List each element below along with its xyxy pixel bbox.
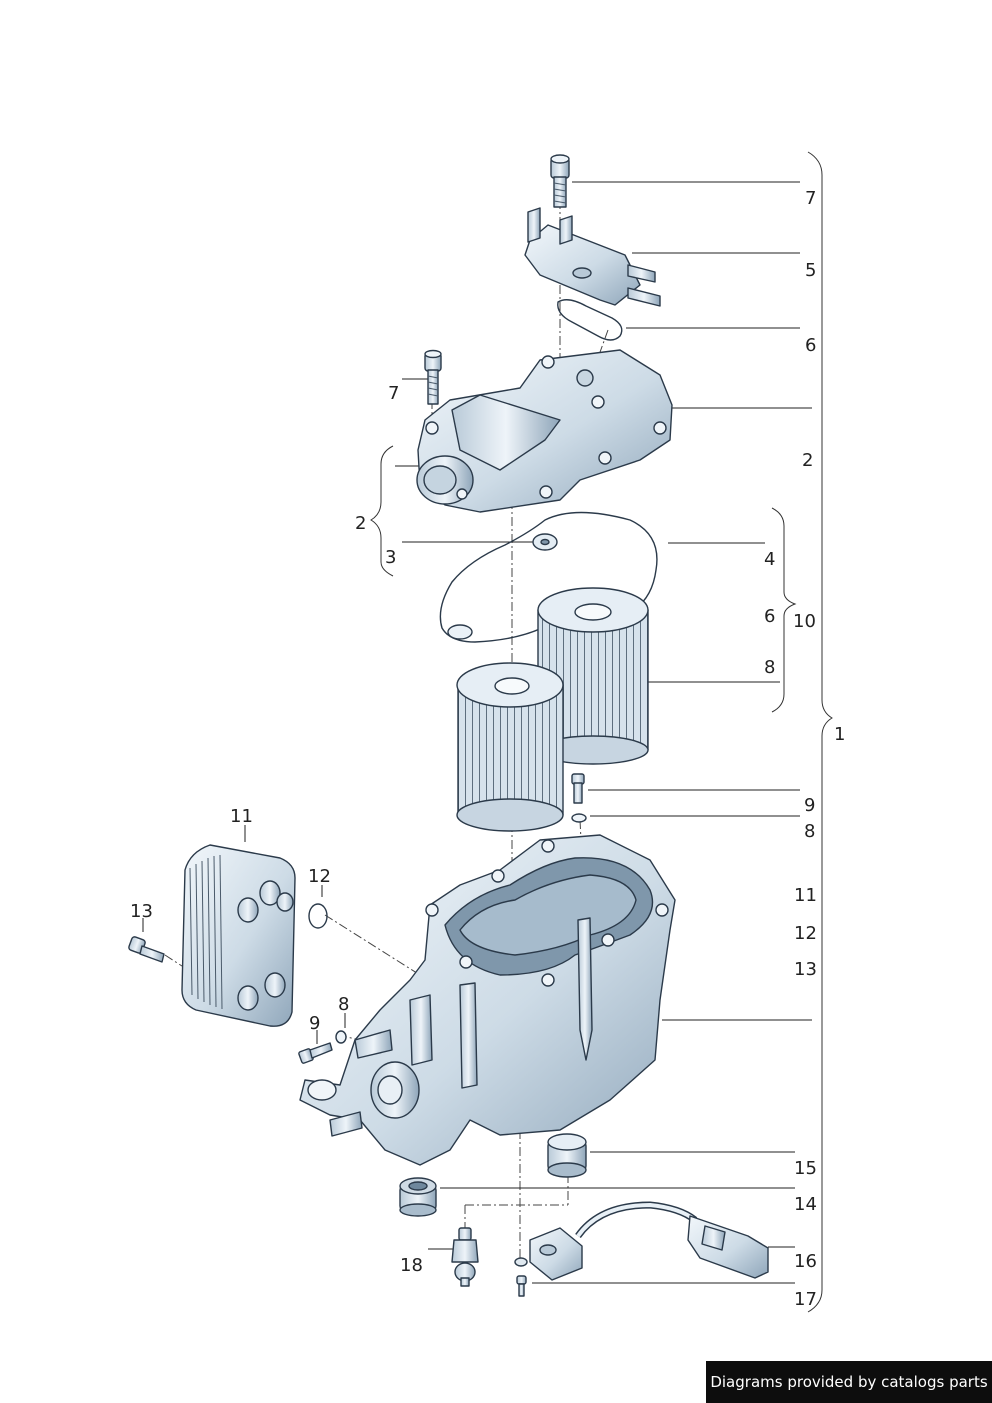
part-8-washer bbox=[571, 813, 587, 823]
part-2-housing-cover bbox=[416, 349, 673, 513]
part-9-bolt-left bbox=[298, 1042, 333, 1064]
callout-8-left: 8 bbox=[338, 994, 349, 1015]
callout-6-top: 6 bbox=[805, 335, 816, 356]
part-7-bolt-left bbox=[424, 349, 442, 405]
callout-8-mid: 8 bbox=[764, 657, 775, 678]
credit-banner: Diagrams provided by catalogs parts bbox=[706, 1361, 992, 1403]
callout-3: 3 bbox=[385, 547, 396, 568]
callout-1: 1 bbox=[834, 724, 845, 745]
part-filter-housing-body bbox=[299, 834, 676, 1166]
part-17-screw bbox=[514, 1257, 528, 1297]
group-braces bbox=[370, 151, 833, 1313]
callout-6-mid: 6 bbox=[764, 606, 775, 627]
part-8-filter-element-front bbox=[456, 662, 564, 832]
leader-lines bbox=[142, 181, 812, 1284]
callout-5: 5 bbox=[805, 260, 816, 281]
callout-4: 4 bbox=[764, 549, 775, 570]
callout-labels: 7 5 6 2 7 2 3 4 6 10 8 1 9 8 11 12 13 11… bbox=[130, 188, 845, 1310]
callout-9-right: 9 bbox=[804, 795, 815, 816]
callout-9-left: 9 bbox=[309, 1013, 320, 1034]
callout-11-left: 11 bbox=[230, 806, 253, 827]
part-6-seal-top bbox=[557, 299, 623, 341]
credit-text: Diagrams provided by catalogs parts bbox=[710, 1373, 988, 1391]
part-18-sender bbox=[451, 1227, 479, 1287]
callout-7-left: 7 bbox=[388, 383, 399, 404]
part-11-oil-cooler bbox=[181, 844, 296, 1027]
part-13-bolt bbox=[128, 936, 165, 963]
callout-12-right: 12 bbox=[794, 923, 817, 944]
part-14-grommet bbox=[399, 1177, 437, 1217]
callout-10: 10 bbox=[793, 611, 816, 632]
callout-14: 14 bbox=[794, 1194, 817, 1215]
callout-13-right: 13 bbox=[794, 959, 817, 980]
callout-15: 15 bbox=[794, 1158, 817, 1179]
part-7-bolt-top bbox=[550, 154, 570, 208]
part-8-washer-left bbox=[335, 1030, 347, 1044]
callout-18: 18 bbox=[400, 1255, 423, 1276]
callout-16: 16 bbox=[794, 1251, 817, 1272]
callout-2-right: 2 bbox=[802, 450, 813, 471]
callout-17: 17 bbox=[794, 1289, 817, 1310]
part-15-plug bbox=[547, 1133, 587, 1178]
callout-2-left: 2 bbox=[355, 513, 366, 534]
part-16-sensor-with-cable bbox=[529, 1201, 769, 1281]
callout-8-right: 8 bbox=[804, 821, 815, 842]
part-9-small-bolt bbox=[571, 773, 585, 804]
callout-7-top: 7 bbox=[805, 188, 816, 209]
part-12-o-ring bbox=[308, 903, 328, 929]
part-5-connector-flange bbox=[524, 207, 661, 307]
callout-12-left: 12 bbox=[308, 866, 331, 887]
callout-13-left: 13 bbox=[130, 901, 153, 922]
callout-11-right: 11 bbox=[794, 885, 817, 906]
part-3-small-seal bbox=[532, 533, 558, 551]
